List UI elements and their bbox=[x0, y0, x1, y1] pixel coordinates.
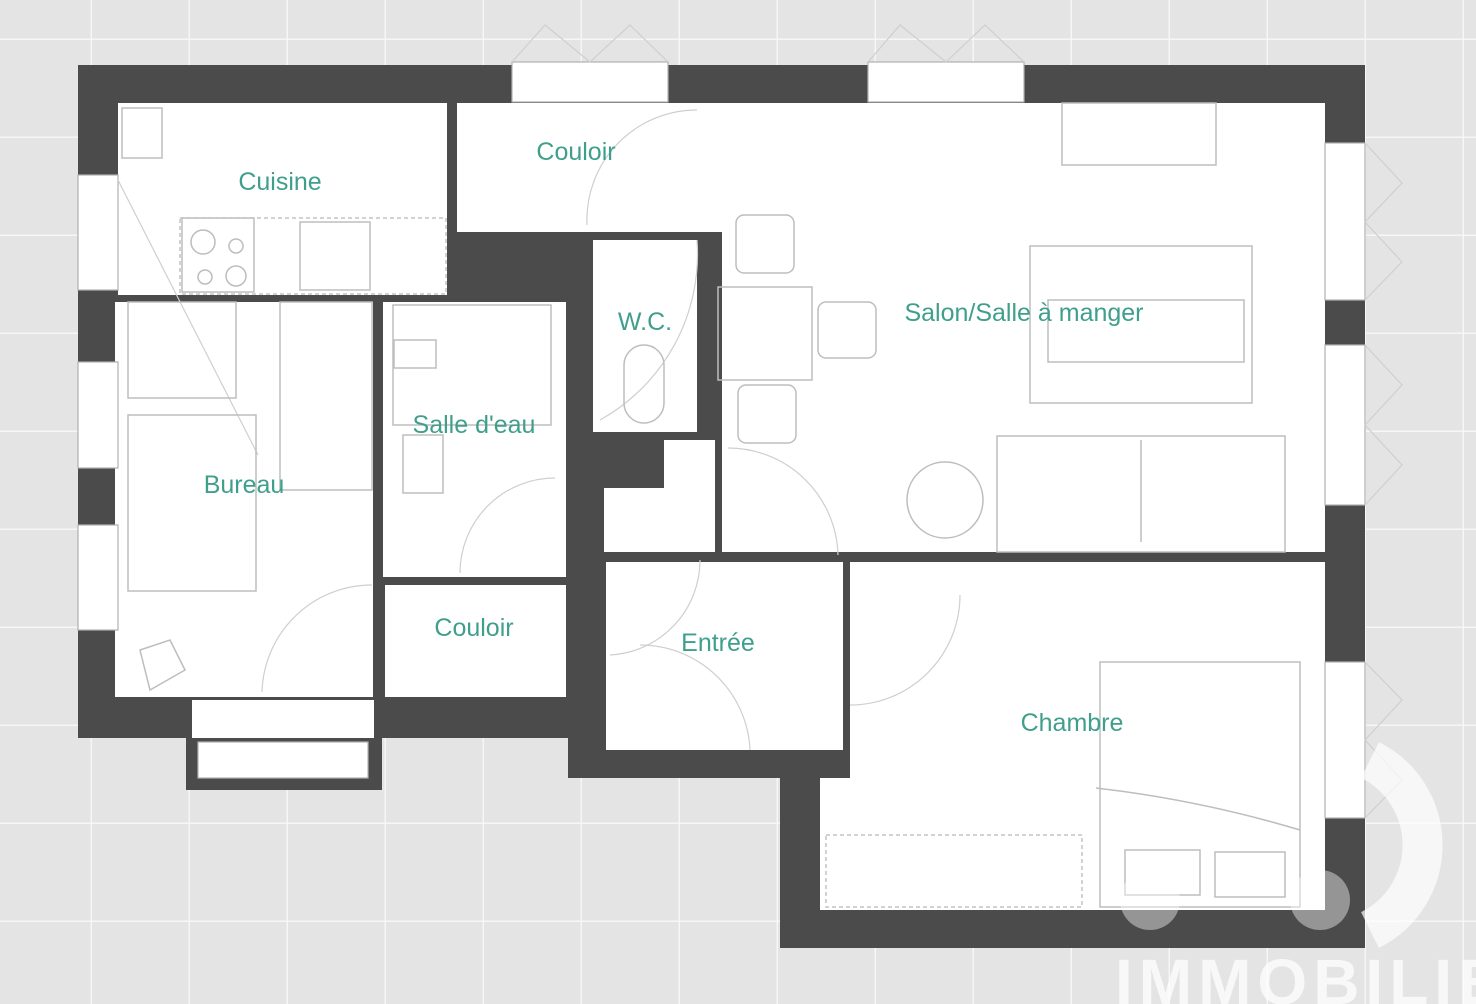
sink bbox=[299, 221, 371, 291]
washing-machine bbox=[402, 434, 444, 494]
toilet bbox=[623, 344, 665, 424]
room-bureau bbox=[115, 302, 373, 697]
wardrobe bbox=[825, 834, 1083, 908]
window bbox=[1324, 661, 1366, 819]
door-swings bbox=[117, 109, 961, 751]
room-couloir-top bbox=[457, 103, 698, 232]
bay-window bbox=[197, 741, 369, 779]
label-salle-eau: Salle d'eau bbox=[413, 411, 536, 439]
window bbox=[511, 61, 669, 103]
rug bbox=[1029, 245, 1253, 404]
label-couloir-top: Couloir bbox=[536, 138, 615, 166]
room-couloir-bottom bbox=[385, 585, 566, 697]
dining-table bbox=[717, 286, 813, 381]
fridge bbox=[121, 107, 163, 159]
window bbox=[1324, 344, 1366, 506]
window bbox=[77, 361, 119, 469]
label-couloir-bottom: Couloir bbox=[434, 614, 513, 642]
bed bbox=[1099, 661, 1301, 908]
label-cuisine: Cuisine bbox=[238, 168, 321, 196]
label-entree: Entrée bbox=[681, 629, 755, 657]
passage bbox=[698, 103, 722, 232]
bay-window-sill bbox=[192, 700, 374, 738]
coffee-table bbox=[1047, 299, 1245, 363]
window bbox=[77, 174, 119, 291]
shower bbox=[392, 304, 552, 426]
watermark-text: IMMOBILIER bbox=[1115, 946, 1476, 1004]
plant bbox=[906, 461, 984, 539]
sofa bbox=[996, 435, 1286, 553]
windows bbox=[77, 24, 1403, 819]
bureau-wardrobe bbox=[279, 301, 373, 491]
window bbox=[867, 61, 1025, 103]
label-bureau: Bureau bbox=[204, 471, 285, 499]
room-entree bbox=[606, 562, 843, 750]
room-salon bbox=[722, 103, 1325, 552]
label-chambre: Chambre bbox=[1021, 709, 1124, 737]
room-salle-eau bbox=[383, 302, 566, 577]
room-cuisine bbox=[118, 103, 447, 295]
chair bbox=[735, 214, 795, 274]
furniture bbox=[121, 102, 1301, 908]
window bbox=[1324, 142, 1366, 301]
window bbox=[77, 524, 119, 631]
desk bbox=[127, 414, 257, 592]
watermark-logo bbox=[1120, 742, 1443, 948]
sideboard bbox=[1061, 102, 1217, 166]
kitchen-counter bbox=[179, 217, 447, 295]
rooms bbox=[115, 103, 1325, 910]
label-wc: W.C. bbox=[618, 308, 672, 336]
washbasin bbox=[393, 339, 437, 369]
duct bbox=[604, 440, 664, 488]
chair bbox=[737, 384, 797, 444]
room-labels: Cuisine Couloir W.C. Salon/Salle à mange… bbox=[204, 138, 1144, 737]
room-wc bbox=[593, 240, 697, 432]
label-salon: Salon/Salle à manger bbox=[904, 299, 1143, 327]
desk-chair bbox=[139, 639, 186, 692]
bureau-shelf bbox=[127, 301, 237, 399]
chair bbox=[817, 301, 877, 359]
